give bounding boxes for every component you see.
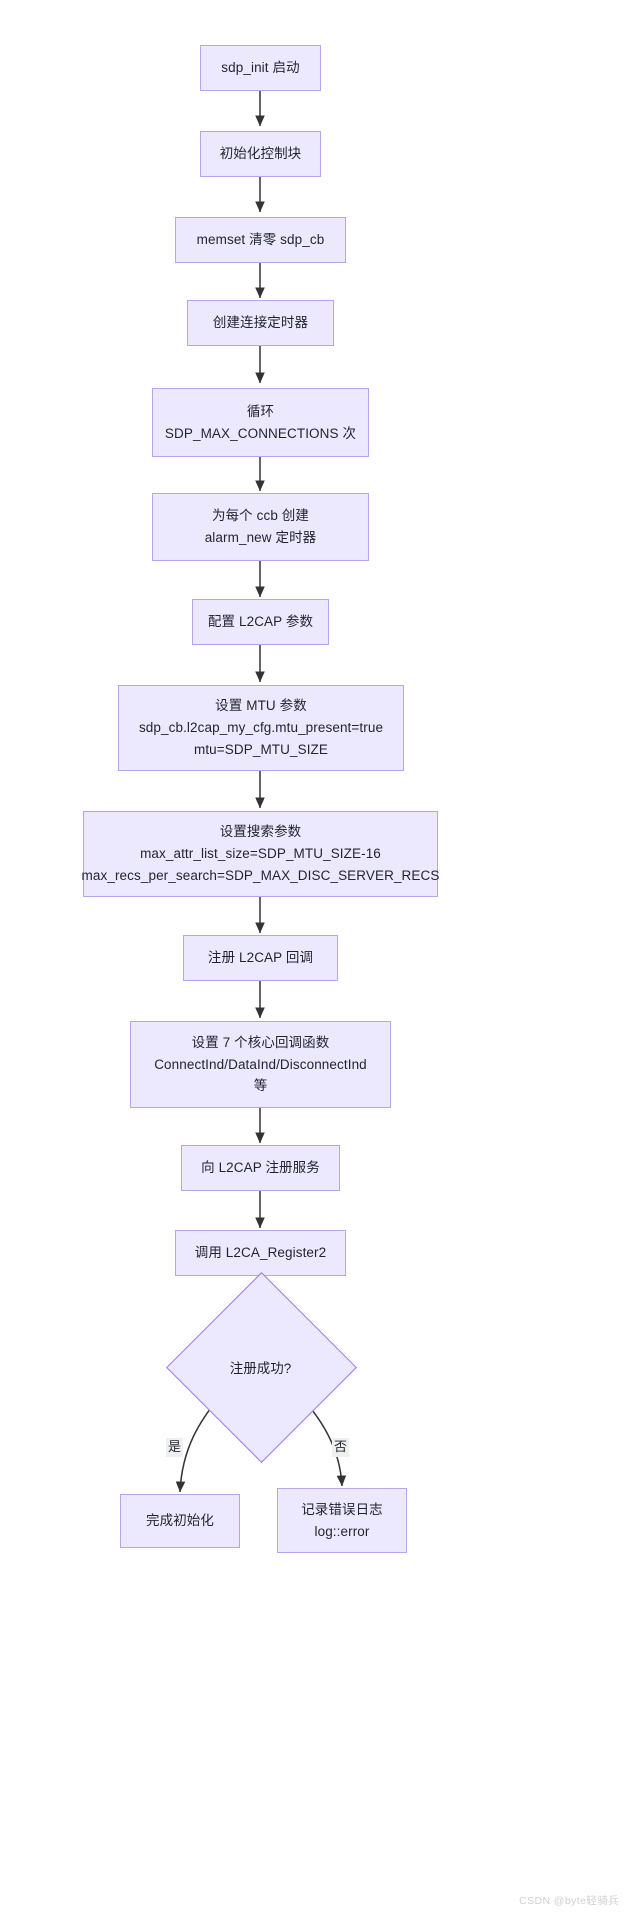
node-line: mtu=SDP_MTU_SIZE xyxy=(193,741,328,757)
node-line: 循环 xyxy=(246,403,275,419)
node-decision-register-success[interactable]: 注册成功? xyxy=(166,1272,357,1463)
node-create-connection-timer[interactable]: 创建连接定时器 xyxy=(187,300,334,346)
node-line: alarm_new 定时器 xyxy=(204,530,317,545)
edge-label-yes: 是 xyxy=(166,1438,184,1457)
node-line: sdp_init 启动 xyxy=(221,60,300,76)
node-line: 设置 MTU 参数 xyxy=(215,698,307,714)
edge-label-no: 否 xyxy=(332,1438,350,1457)
node-memset-clear-sdp-cb[interactable]: memset 清零 sdp_cb xyxy=(175,217,346,263)
node-set-search-params[interactable]: 设置搜索参数 max_attr_list_size=SDP_MTU_SIZE-1… xyxy=(81,811,440,897)
node-loop-sdp-max-connections[interactable]: 循环 SDP_MAX_CONNECTIONS 次 xyxy=(152,388,369,457)
node-line: 注册成功? xyxy=(229,1360,292,1376)
node-init-control-block[interactable]: 初始化控制块 xyxy=(200,131,321,177)
node-line: 记录错误日志 xyxy=(301,1501,383,1517)
node-set-seven-core-callbacks[interactable]: 设置 7 个核心回调函数 ConnectInd/DataInd/Disconne… xyxy=(130,1021,391,1108)
node-log-error[interactable]: 记录错误日志 log::error xyxy=(277,1488,407,1553)
node-line: max_recs_per_search=SDP_MAX_DISC_SERVER_… xyxy=(81,867,440,883)
node-line: 设置 7 个核心回调函数 xyxy=(191,1034,330,1050)
node-line: SDP_MAX_CONNECTIONS 次 xyxy=(164,425,357,441)
node-line: sdp_cb.l2cap_my_cfg.mtu_present=true xyxy=(138,720,384,736)
node-line: 调用 L2CA_Register2 xyxy=(194,1245,327,1261)
watermark: CSDN @byte轻骑兵 xyxy=(519,1895,619,1907)
node-create-alarm-new-per-ccb[interactable]: 为每个 ccb 创建 alarm_new 定时器 xyxy=(152,493,369,561)
node-line: ConnectInd/DataInd/DisconnectInd xyxy=(154,1056,367,1072)
node-set-mtu-params[interactable]: 设置 MTU 参数 sdp_cb.l2cap_my_cfg.mtu_presen… xyxy=(118,685,404,771)
node-sdp-init-start[interactable]: sdp_init 启动 xyxy=(200,45,321,91)
node-line: 配置 L2CAP 参数 xyxy=(207,614,314,630)
node-line: 完成初始化 xyxy=(146,1513,214,1529)
node-line: 创建连接定时器 xyxy=(212,315,309,331)
node-line: 注册 L2CAP 回调 xyxy=(207,950,314,966)
node-line: memset 清零 sdp_cb xyxy=(196,232,325,248)
node-line: 初始化控制块 xyxy=(219,146,302,162)
node-init-complete[interactable]: 完成初始化 xyxy=(120,1494,240,1548)
node-line: log::error xyxy=(314,1523,370,1539)
node-call-l2ca-register2[interactable]: 调用 L2CA_Register2 xyxy=(175,1230,346,1276)
node-line: 向 L2CAP 注册服务 xyxy=(201,1160,320,1176)
node-line: 设置搜索参数 xyxy=(219,824,302,840)
node-register-l2cap-callback[interactable]: 注册 L2CAP 回调 xyxy=(183,935,338,981)
node-line: 等 xyxy=(253,1078,268,1094)
node-line: 为每个 ccb 创建 xyxy=(211,508,309,524)
node-line: max_attr_list_size=SDP_MTU_SIZE-16 xyxy=(140,846,381,862)
node-register-service-to-l2cap[interactable]: 向 L2CAP 注册服务 xyxy=(181,1145,340,1191)
node-config-l2cap-params[interactable]: 配置 L2CAP 参数 xyxy=(192,599,329,645)
